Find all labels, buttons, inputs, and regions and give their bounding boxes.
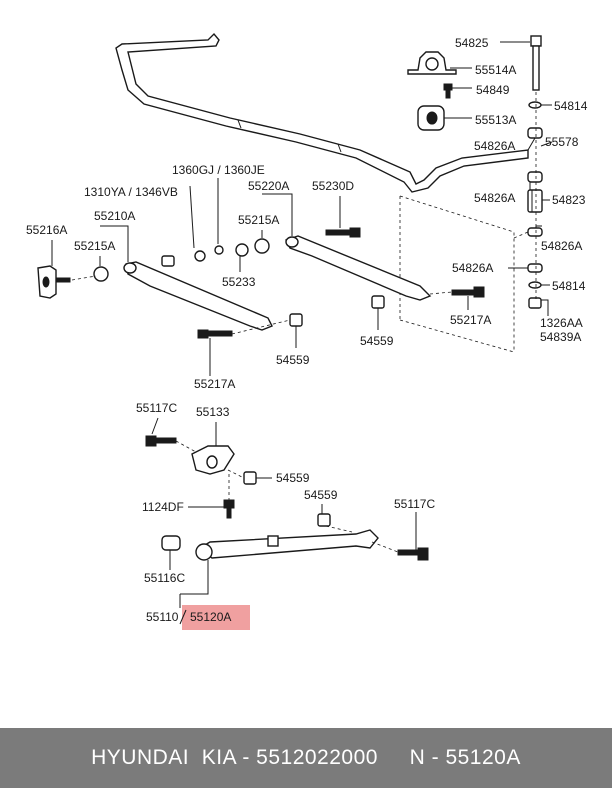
bushing-54826A-4	[527, 263, 543, 273]
bracket-55216A	[37, 265, 71, 299]
highlight-box-55120A	[182, 605, 250, 630]
bushing-55116C	[161, 535, 181, 551]
label-55120A: 55120A	[190, 610, 231, 624]
label-55233: 55233	[222, 275, 256, 289]
nut-1326AA	[528, 297, 542, 309]
footer-part-number: HYUNDAI KIA - 5512022000 N - 55120A	[91, 746, 521, 769]
label-54559-low: 54559	[304, 488, 338, 502]
footer-bar: HYUNDAI KIA - 5512022000 N - 55120A	[0, 728, 612, 788]
label-1326AA: 1326AA	[540, 316, 583, 330]
stabilizer-bar	[115, 32, 529, 193]
label-54825: 54825	[455, 36, 489, 50]
bolt-55217A-left	[197, 329, 233, 339]
label-54814-bottom: 54814	[552, 279, 586, 293]
label-55230D: 55230D	[312, 179, 354, 193]
label-55578: 55578	[545, 135, 579, 149]
nut-1310YA	[161, 255, 175, 267]
nut-54559-mid	[243, 471, 257, 485]
bolt-55117C-right	[397, 547, 429, 561]
bushing-54826A-1	[527, 127, 543, 139]
nut-54559-left	[289, 313, 303, 327]
label-55110: 55110	[146, 610, 179, 624]
label-55215A-left: 55215A	[74, 239, 115, 253]
bolt-54849	[443, 83, 453, 99]
label-55117C-right: 55117C	[394, 497, 435, 511]
nut-54559-right	[371, 295, 385, 309]
label-55215A-mid: 55215A	[238, 213, 279, 227]
label-55220A: 55220A	[248, 179, 289, 193]
bushing-54826A-3	[527, 227, 543, 237]
label-54826A-1: 54826A	[474, 139, 515, 153]
bolt-55230D	[325, 227, 361, 238]
label-54826A-2: 54826A	[474, 191, 515, 205]
leader-lines	[51, 41, 553, 608]
lower-arm-right-55220A	[285, 235, 432, 301]
bolt-55117C-left	[145, 435, 177, 447]
label-55116C: 55116C	[144, 571, 185, 585]
label-54559-mid: 54559	[276, 471, 310, 485]
bolt-55217A-right	[451, 286, 485, 298]
label-55514A: 55514A	[475, 63, 516, 77]
washer-54814-bottom	[528, 281, 542, 289]
label-54814-top: 54814	[554, 99, 588, 113]
washer-55233	[235, 243, 249, 257]
parts-diagram: 54825 55514A 54849 54814 55513A 54826A 5…	[26, 32, 588, 630]
label-55217A-right: 55217A	[450, 313, 491, 327]
label-1360GJ-1360JE: 1360GJ / 1360JE	[172, 163, 265, 177]
label-54823: 54823	[552, 193, 586, 207]
label-54826A-3: 54826A	[541, 239, 582, 253]
label-55217A-left: 55217A	[194, 377, 235, 391]
bushing-55215A-left	[93, 266, 109, 282]
bushing-54826A-2	[527, 171, 543, 183]
label-55216A: 55216A	[26, 223, 67, 237]
label-54559-right: 54559	[360, 334, 394, 348]
washer-54814-top	[528, 101, 542, 109]
label-54849: 54849	[476, 83, 510, 97]
nut-54559-low	[317, 513, 331, 527]
diagram-canvas: 54825 55514A 54849 54814 55513A 54826A 5…	[26, 32, 588, 630]
lateral-rod-55120A	[195, 529, 379, 561]
label-55133: 55133	[196, 405, 230, 419]
label-55513A: 55513A	[475, 113, 516, 127]
bushing-55513A	[417, 105, 445, 131]
label-55210A: 55210A	[94, 209, 135, 223]
part-labels: 54825 55514A 54849 54814 55513A 54826A 5…	[26, 36, 588, 625]
label-1124DF: 1124DF	[142, 500, 184, 514]
label-54559-left: 54559	[276, 353, 310, 367]
label-54839A: 54839A	[540, 330, 581, 344]
label-1310YA-1346VB: 1310YA / 1346VB	[84, 185, 178, 199]
washer-1360GJ	[194, 250, 206, 262]
washer-1360JE	[214, 245, 224, 255]
bolt-1124DF	[223, 499, 235, 519]
lower-arm-left-55210A	[123, 261, 273, 331]
bracket-55514A	[407, 51, 457, 75]
label-54826A-4: 54826A	[452, 261, 493, 275]
label-55117C-left: 55117C	[136, 401, 177, 415]
end-link-bolt-54825	[530, 35, 542, 91]
bracket-55133	[191, 445, 235, 475]
bushing-55215A-mid	[254, 238, 270, 254]
sleeve-54823	[527, 189, 543, 213]
